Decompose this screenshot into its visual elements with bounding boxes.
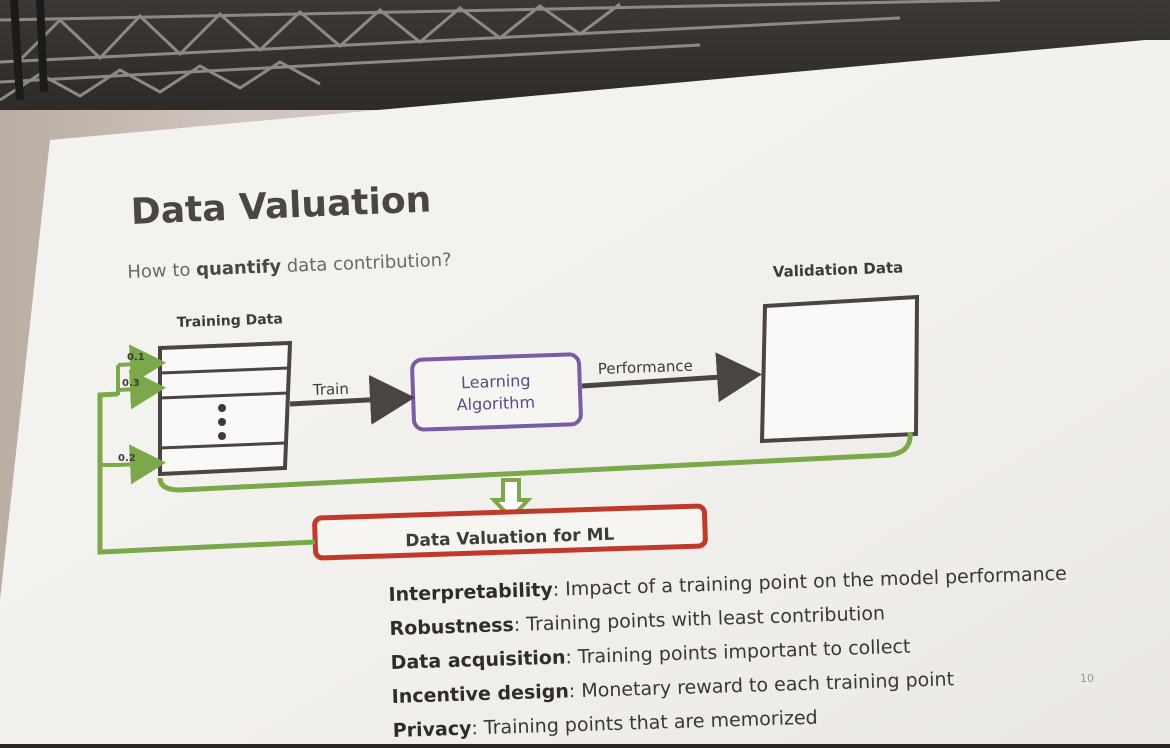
performance-label: Performance bbox=[598, 357, 694, 378]
bullet-term: Interpretability bbox=[388, 578, 554, 606]
weight-label-2: 0.3 bbox=[122, 378, 140, 389]
bullet-text: : Training points that are memorized bbox=[471, 706, 819, 740]
bullet-term: Privacy bbox=[392, 717, 472, 742]
bullet-list: Interpretability: Impact of a training p… bbox=[388, 557, 1072, 748]
bullet-term: Data acquisition bbox=[390, 646, 566, 674]
training-data-label: Training Data bbox=[177, 311, 283, 331]
bullet-term: Incentive design bbox=[391, 680, 570, 708]
subtitle-emphasis: quantify bbox=[195, 256, 282, 281]
bullet-term: Robustness bbox=[389, 614, 515, 640]
slide-shading bbox=[0, 40, 1170, 744]
bullet-text: : Monetary reward to each training point bbox=[568, 668, 955, 703]
data-valuation-box bbox=[312, 503, 708, 561]
performance-arrow bbox=[581, 352, 762, 403]
down-arrow-icon bbox=[489, 478, 533, 521]
valuation-feedback-loop bbox=[97, 391, 316, 555]
bullet-text: : Training points important to collect bbox=[565, 635, 911, 669]
learning-algorithm-box bbox=[410, 352, 583, 432]
weight-label-3: 0.2 bbox=[118, 453, 136, 464]
algorithm-label-line2: Algorithm bbox=[456, 393, 535, 415]
validation-data-box bbox=[759, 294, 920, 444]
weight-arrow-2 bbox=[117, 369, 166, 410]
bullet-text: : Training points with least contributio… bbox=[513, 602, 886, 637]
train-arrow bbox=[289, 374, 415, 425]
weight-label-1: 0.1 bbox=[127, 352, 145, 363]
weight-arrow-3 bbox=[117, 444, 166, 485]
page-number: 10 bbox=[1080, 672, 1094, 685]
weight-arrow-1 bbox=[117, 344, 166, 385]
train-label: Train bbox=[312, 380, 350, 399]
algorithm-label-line1: Learning bbox=[461, 371, 531, 392]
validation-data-label: Validation Data bbox=[773, 258, 904, 281]
subtitle-prefix: How to bbox=[127, 259, 197, 283]
training-data-table bbox=[158, 340, 293, 477]
ceiling-truss bbox=[0, 0, 1001, 102]
